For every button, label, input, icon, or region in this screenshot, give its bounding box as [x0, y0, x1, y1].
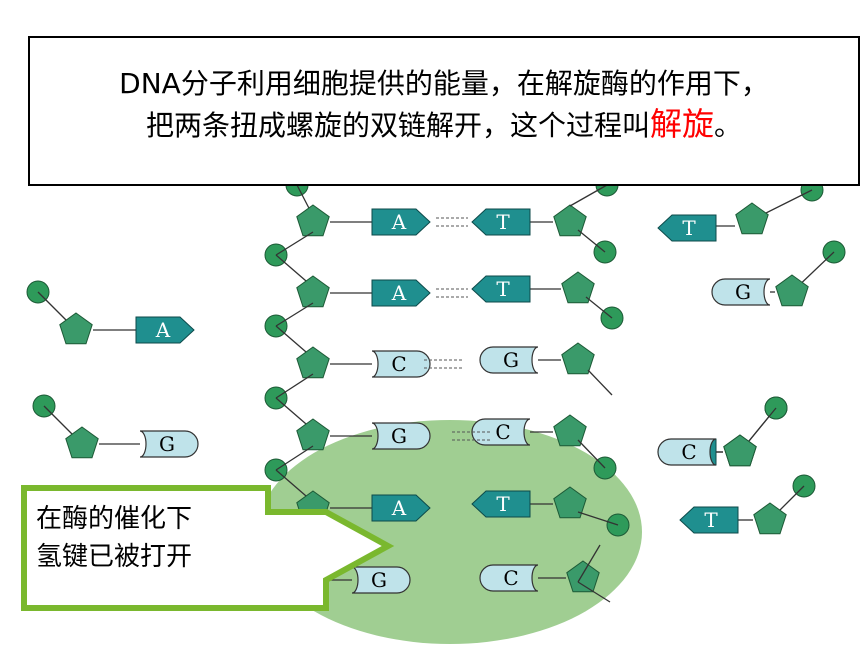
base-shape	[371, 350, 431, 378]
deoxyribose-pentagon	[561, 342, 595, 375]
base-shape	[471, 208, 531, 236]
base-letter: G	[159, 432, 175, 456]
deoxyribose-pentagon	[561, 271, 595, 304]
base-letter: A	[155, 318, 171, 342]
backbone-bond	[275, 373, 314, 399]
base-letter: T	[496, 277, 510, 301]
backbone-bond	[577, 229, 606, 253]
base-letter: C	[495, 420, 510, 444]
deoxyribose-pentagon	[775, 274, 809, 307]
deoxyribose-pentagon	[553, 414, 587, 447]
base-c: C	[657, 438, 717, 466]
base-shape	[351, 566, 411, 594]
catalysis-arrow	[21, 485, 395, 611]
backbone-bond	[577, 511, 619, 526]
deoxyribose-pentagon	[753, 502, 787, 535]
deoxyribose-pentagon	[59, 312, 93, 345]
deoxyribose-pentagon	[296, 204, 330, 237]
base-shape	[479, 346, 539, 374]
base-t: T	[471, 490, 531, 518]
base-shape	[471, 275, 531, 303]
deoxyribose-pentagon	[296, 275, 330, 308]
base-shape	[711, 278, 771, 306]
base-c: C	[471, 418, 531, 446]
base-t: T	[679, 506, 739, 534]
base-shape	[135, 316, 195, 344]
backbone-bond	[569, 184, 608, 207]
backbone-bond	[577, 581, 611, 603]
caption-line-2-prefix: 把两条扭成螺旋的双链解开，这个过程叫	[145, 109, 650, 142]
deoxyribose-pentagon	[723, 434, 757, 467]
caption-line-2: 把两条扭成螺旋的双链解开，这个过程叫解旋。	[30, 104, 858, 146]
backbone-bond	[577, 439, 606, 469]
base-a: A	[371, 208, 431, 236]
base-letter: G	[503, 348, 519, 372]
base-shape	[657, 214, 717, 242]
arrow-label-line-2: 氢键已被打开	[36, 542, 193, 572]
base-letter: C	[391, 352, 406, 376]
base-t: T	[471, 275, 531, 303]
base-letter: G	[371, 568, 387, 592]
backbone-bond	[585, 296, 613, 319]
arrow-label: 在酶的催化下 氢键已被打开	[36, 500, 192, 576]
base-shape	[371, 279, 431, 307]
helicase-enzyme	[258, 420, 642, 644]
base-a: A	[371, 279, 431, 307]
base-letter: G	[735, 280, 751, 304]
base-c: C	[479, 564, 539, 592]
caption-box: DNA分子利用细胞提供的能量，在解旋酶的作用下， 把两条扭成螺旋的双链解开，这个…	[28, 36, 860, 186]
base-letter: G	[391, 424, 407, 448]
base-shape	[471, 490, 531, 518]
base-a: A	[371, 494, 431, 522]
deoxyribose-pentagon	[65, 426, 99, 459]
base-shape	[371, 208, 431, 236]
deoxyribose-pentagon	[296, 346, 330, 379]
base-shape	[371, 494, 431, 522]
backbone-bond	[577, 544, 601, 583]
base-letter: T	[496, 492, 510, 516]
base-letter: C	[681, 440, 696, 464]
deoxyribose-pentagon	[553, 486, 587, 519]
base-t: T	[657, 214, 717, 242]
caption-line-2-suffix: 。	[714, 109, 743, 142]
base-t: T	[471, 208, 531, 236]
base-letter: T	[496, 210, 510, 234]
base-g: G	[139, 430, 199, 458]
base-letter: A	[391, 281, 407, 305]
arrow-label-line-1: 在酶的催化下	[36, 504, 193, 534]
base-c: C	[371, 350, 431, 378]
deoxyribose-pentagon	[735, 202, 769, 235]
base-g: G	[351, 566, 411, 594]
base-g: G	[479, 346, 539, 374]
base-letter: T	[704, 508, 718, 532]
base-shape	[139, 430, 199, 458]
base-g: G	[371, 422, 431, 450]
base-shape	[479, 564, 539, 592]
base-letter: A	[391, 210, 407, 234]
dna-molecule: AACGAGTTGCTCAGTGCTT	[26, 173, 846, 603]
backbone-bond	[275, 302, 314, 327]
backbone-bond	[275, 445, 314, 471]
backbone-bond	[275, 231, 314, 256]
base-g: G	[711, 278, 771, 306]
base-shape	[371, 422, 431, 450]
base-letter: T	[682, 216, 696, 240]
base-a: A	[135, 316, 195, 344]
base-letter: C	[503, 566, 518, 590]
caption-highlight-term: 解旋	[649, 105, 714, 143]
base-shape	[657, 438, 717, 466]
base-shape	[471, 418, 531, 446]
deoxyribose-pentagon	[553, 204, 587, 237]
deoxyribose-pentagon	[296, 418, 330, 451]
base-letter: A	[391, 496, 407, 520]
caption-line-1: DNA分子利用细胞提供的能量，在解旋酶的作用下，	[119, 67, 769, 100]
base-shape	[679, 506, 739, 534]
backbone-bond	[587, 369, 613, 396]
deoxyribose-pentagon	[566, 560, 600, 593]
